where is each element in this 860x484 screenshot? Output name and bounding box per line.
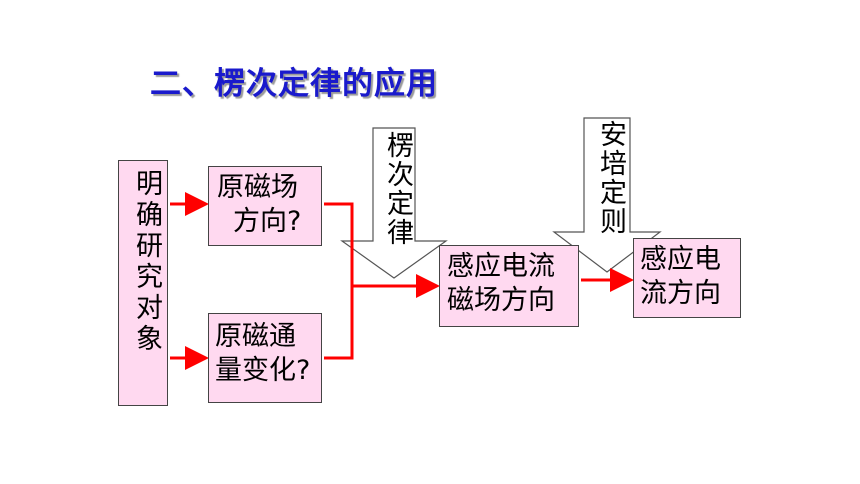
connector-field	[324, 202, 354, 286]
induced-current-box: 感应电 流方向	[633, 238, 741, 318]
induced-field-line1: 感应电流	[447, 251, 555, 282]
induced-field-box: 感应电流 磁场方向	[439, 245, 579, 327]
lenz-law-label: 楞次定律	[382, 131, 413, 247]
original-field-line1: 原磁场	[217, 172, 298, 203]
original-flux-line2: 量变化?	[215, 355, 311, 386]
connector-flux	[324, 286, 354, 360]
original-flux-line1: 原磁通	[215, 321, 296, 352]
original-flux-box: 原磁通 量变化?	[208, 313, 322, 403]
induced-current-line1: 感应电	[640, 244, 721, 275]
slide-title: 二、楞次定律的应用	[150, 66, 438, 102]
study-object-box: 明确研究对象	[118, 160, 168, 406]
induced-current-line2: 流方向	[640, 278, 721, 309]
induced-field-line2: 磁场方向	[447, 285, 555, 316]
original-field-box: 原磁场 方向?	[208, 166, 322, 246]
lenz-law-arrow	[340, 127, 448, 279]
ampere-rule-label: 安培定则	[595, 120, 626, 236]
original-field-line2: 方向?	[233, 206, 302, 237]
